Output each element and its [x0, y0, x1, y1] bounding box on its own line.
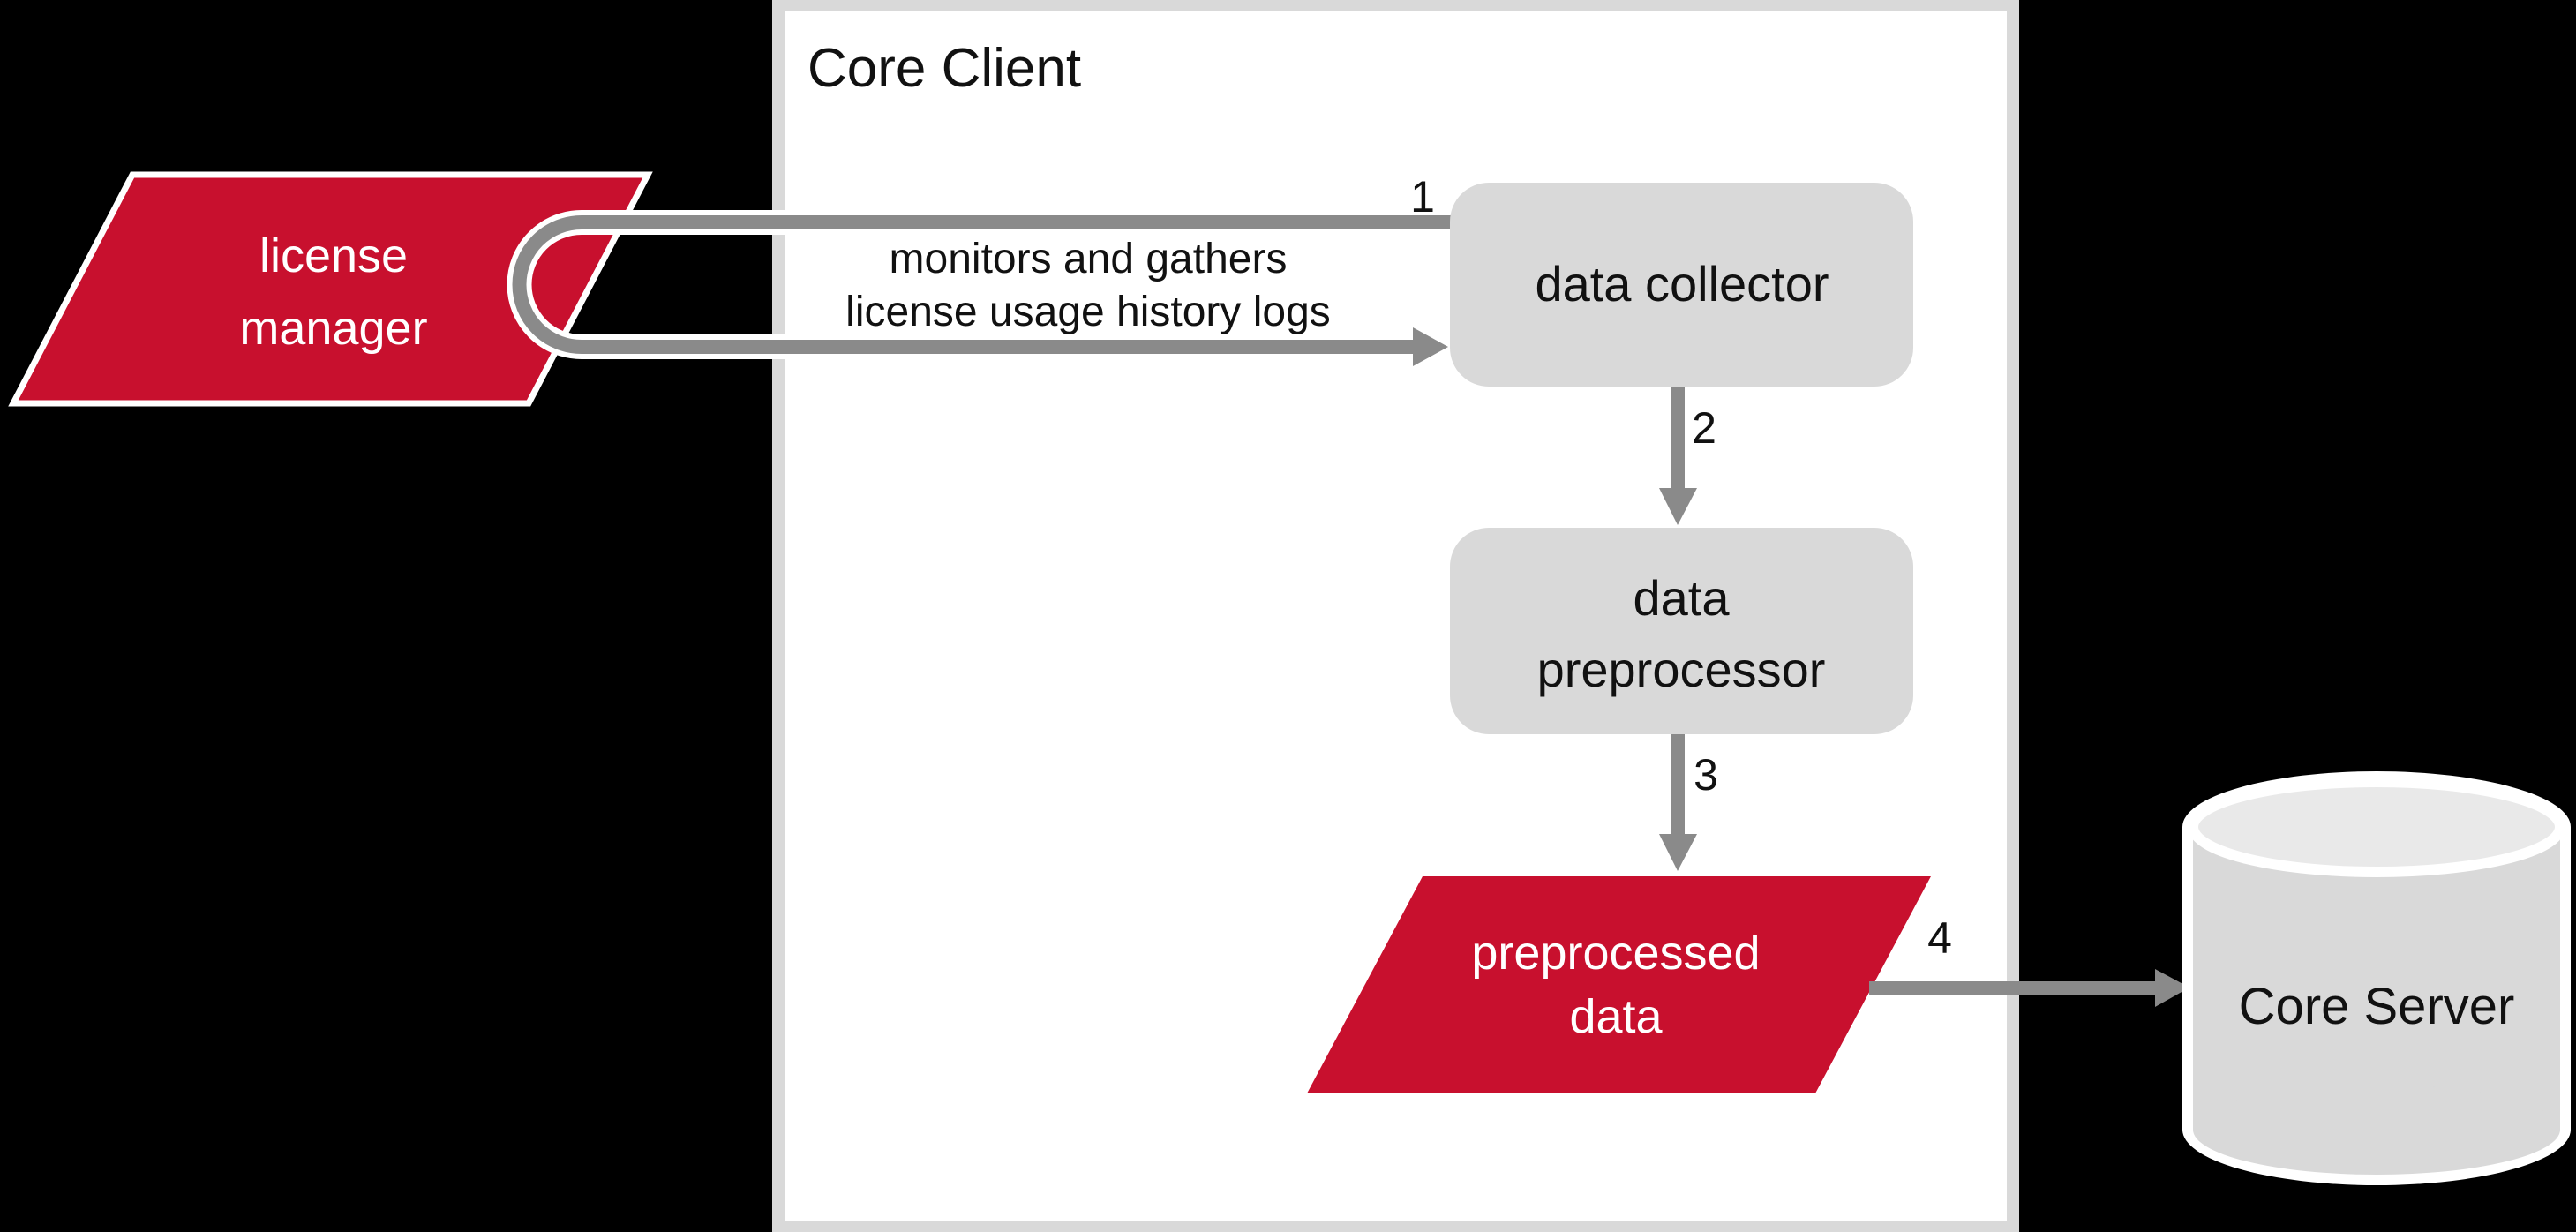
data-preprocessor-shape — [1450, 528, 1913, 734]
loop-arrow-line — [512, 215, 1451, 354]
arrow1-caption-line1: monitors and gathers — [890, 236, 1288, 282]
loop-arrow — [507, 210, 1451, 366]
data-collector-label: data collector — [1535, 256, 1829, 312]
arrow1-caption-line2: license usage history logs — [845, 289, 1331, 335]
license-manager-label-line2: manager — [239, 302, 427, 355]
cylinder-bottom-face — [2193, 1085, 2560, 1175]
arrow-2: 2 — [1659, 387, 1716, 525]
step-1-label: 1 — [1410, 172, 1435, 222]
cylinder-top-face — [2188, 777, 2565, 877]
database-cylinder-icon — [2182, 771, 2571, 1185]
data-preprocessor-label-line2: preprocessor — [1537, 642, 1826, 697]
arrow-4-head-icon — [2155, 969, 2189, 1007]
preprocessed-data-shape — [1307, 876, 1931, 1093]
arrow1-caption: monitors and gathers license usage histo… — [845, 236, 1331, 335]
arrow-4: 4 — [1869, 913, 2189, 1007]
license-manager-shape — [8, 171, 653, 407]
data-preprocessor-node: data preprocessor — [1450, 528, 1913, 734]
core-server-node: Core Server — [2182, 771, 2571, 1185]
arrow-2-line — [1671, 387, 1685, 491]
core-client-title: Core Client — [807, 38, 1081, 99]
step-4-label: 4 — [1927, 913, 1952, 963]
preprocessed-data-label-line2: data — [1569, 990, 1663, 1043]
data-collector-node: data collector — [1450, 183, 1913, 387]
data-collector-shape — [1450, 183, 1913, 387]
preprocessed-data-node: preprocessed data — [1307, 876, 1931, 1093]
arrow-2-head-icon — [1659, 488, 1697, 525]
loop-arrowhead-icon — [1413, 327, 1448, 366]
preprocessed-data-label-line1: preprocessed — [1471, 927, 1760, 980]
step-2-label: 2 — [1692, 403, 1716, 453]
data-preprocessor-label-line1: data — [1633, 570, 1731, 626]
license-manager-node: license manager — [8, 171, 653, 407]
arrow-3: 3 — [1659, 734, 1718, 871]
core-server-label: Core Server — [2239, 978, 2515, 1035]
license-manager-label-line1: license — [259, 229, 408, 282]
arrow-3-head-icon — [1659, 834, 1697, 871]
arrow-4-line — [1869, 981, 2157, 995]
arrow-3-line — [1671, 734, 1685, 837]
step-3-label: 3 — [1694, 750, 1718, 800]
cylinder-body — [2193, 827, 2560, 1130]
